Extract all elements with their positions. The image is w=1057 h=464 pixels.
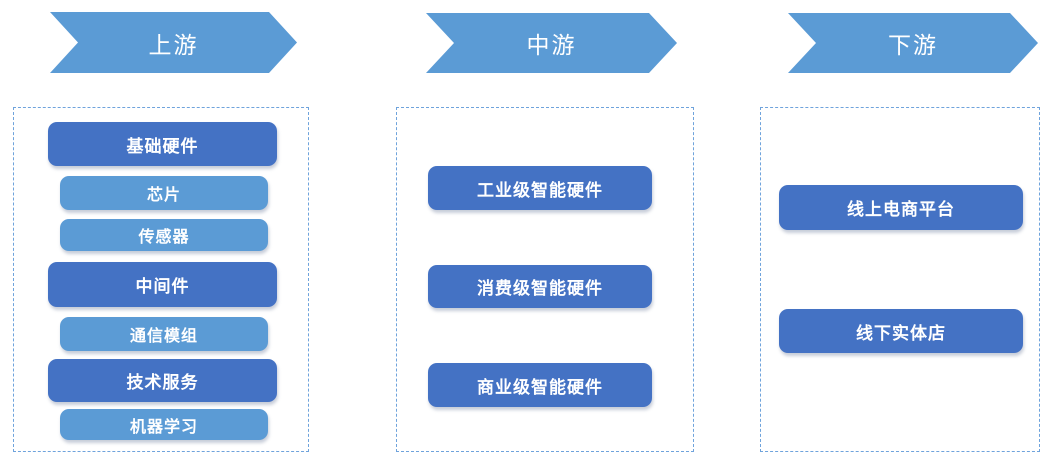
- chain-item-label: 芯片: [146, 187, 181, 204]
- chain-item-label: 技术服务: [126, 373, 199, 392]
- chain-item-pill: 中间件: [48, 262, 277, 307]
- chain-item-label: 工业级智能硬件: [477, 180, 603, 200]
- chain-item-label: 基础硬件: [126, 136, 199, 156]
- stage-label-upstream: 上游: [148, 31, 199, 58]
- chain-item-label: 通信模组: [129, 328, 198, 345]
- chain-item-pill: 机器学习: [60, 409, 268, 440]
- chain-item-pill: 消费级智能硬件: [428, 265, 652, 308]
- chain-item-pill: 线下实体店: [779, 309, 1023, 353]
- chain-item-pill: 工业级智能硬件: [428, 166, 652, 210]
- chain-item-pill: 通信模组: [60, 317, 268, 351]
- chain-item-pill: 基础硬件: [48, 122, 277, 166]
- downstream-group-box: [760, 107, 1040, 452]
- chain-item-label: 传感器: [138, 229, 190, 246]
- stage-arrow-midstream: 中游: [426, 13, 677, 73]
- chain-item-label: 消费级智能硬件: [477, 279, 603, 298]
- chain-item-label: 机器学习: [129, 418, 198, 436]
- chain-item-label: 商业级智能硬件: [477, 377, 603, 397]
- chain-item-pill: 技术服务: [48, 359, 277, 402]
- chain-item-label: 线上电商平台: [847, 200, 955, 219]
- chain-item-pill: 传感器: [60, 219, 268, 251]
- chain-item-pill: 线上电商平台: [779, 185, 1023, 230]
- chain-item-label: 中间件: [135, 277, 190, 296]
- chain-item-pill: 商业级智能硬件: [428, 363, 652, 407]
- stage-label-downstream: 下游: [888, 32, 938, 58]
- stage-arrow-upstream: 上游: [50, 12, 297, 73]
- stage-arrow-downstream: 下游: [788, 13, 1038, 73]
- stage-label-midstream: 中游: [526, 32, 577, 58]
- chain-item-label: 线下实体店: [856, 323, 946, 343]
- chain-item-pill: 芯片: [60, 176, 268, 210]
